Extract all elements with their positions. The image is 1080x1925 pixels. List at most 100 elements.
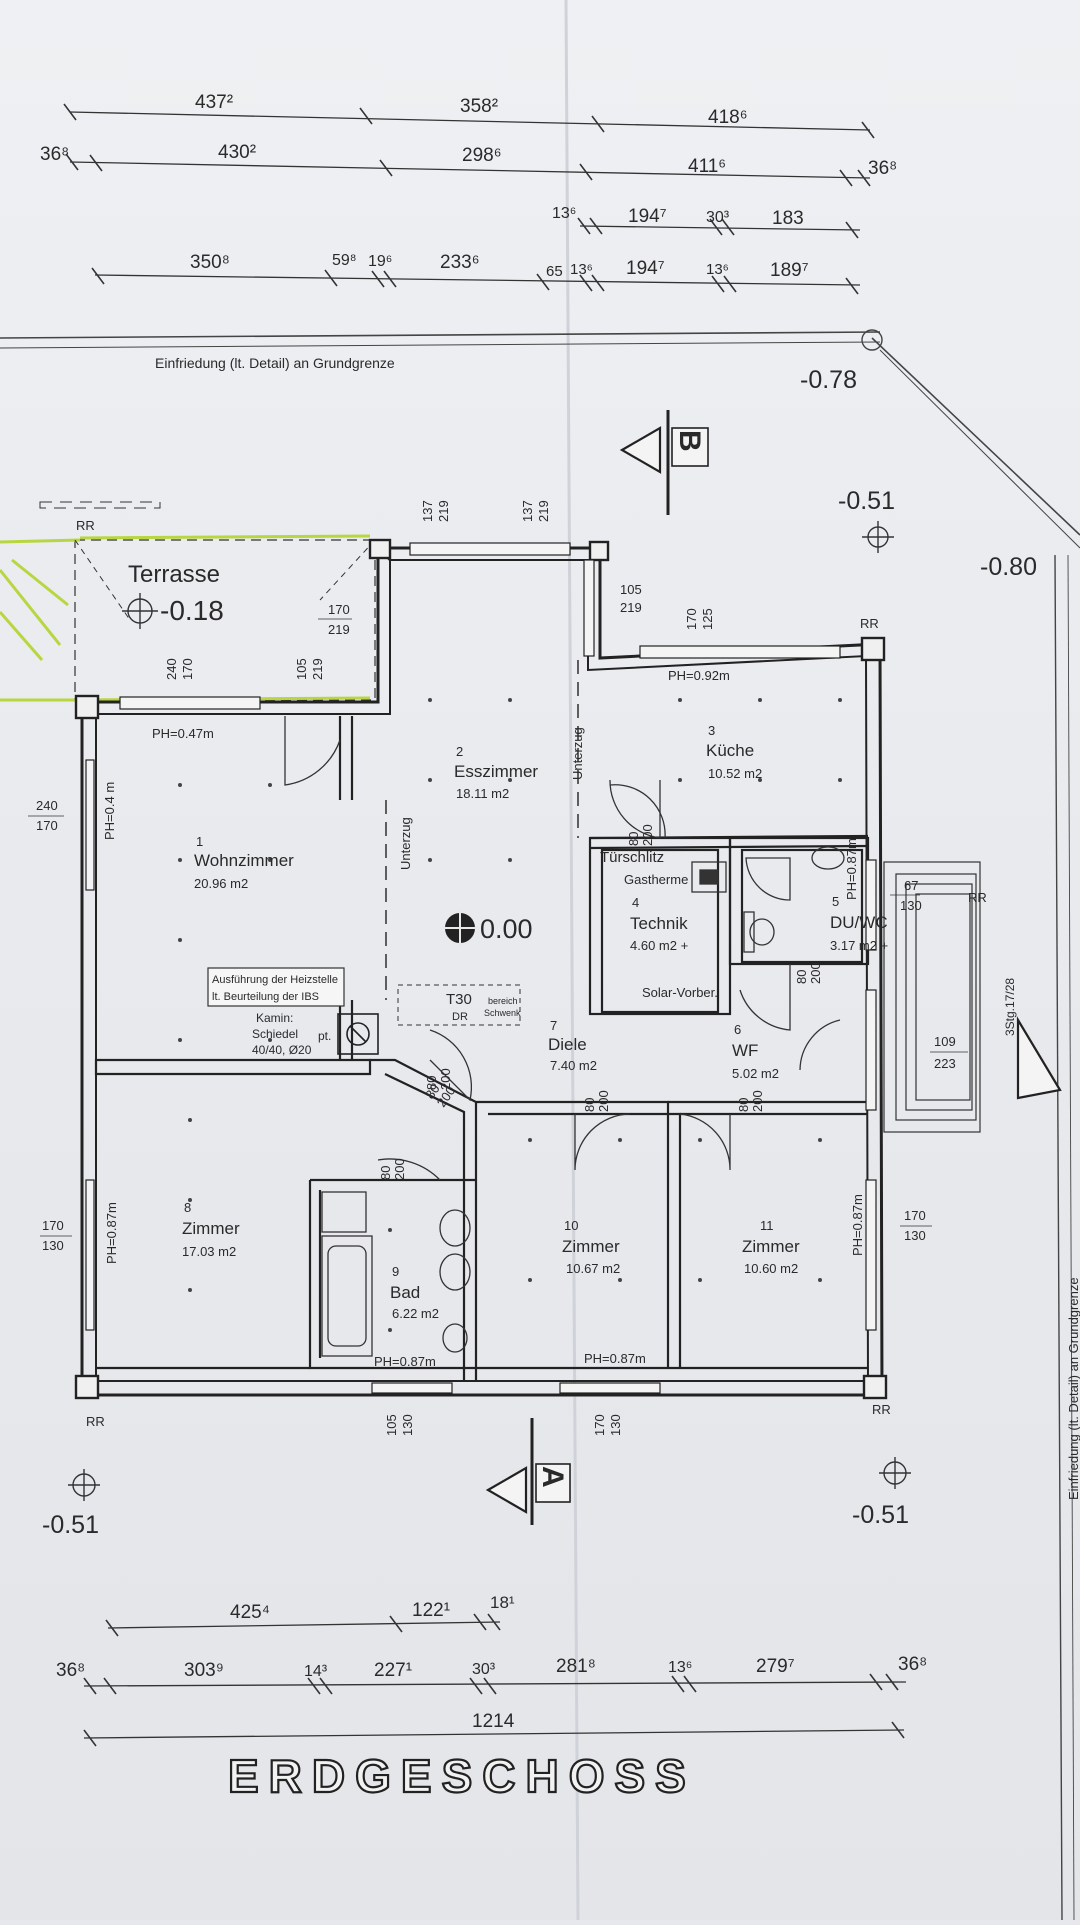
parapet-height-labels: PH=0.92m PH=0.47m PH=0.4 m PH=0.87m PH=0… [102, 668, 865, 1369]
room-name-wf: WF [732, 1041, 758, 1060]
room-name-esszimmer: Esszimmer [454, 762, 538, 781]
level-markers [68, 521, 911, 1501]
win-137-219b: 137219 [520, 500, 551, 522]
room-num-bad: 9 [392, 1264, 399, 1279]
bottom-dimension-texts: 425⁴ 122¹ 18¹ 36⁸ 303⁹ 14³ 227¹ 30³ 281⁸… [56, 1593, 927, 1732]
level-bottom-left: -0.51 [42, 1511, 99, 1539]
dim-top-r4-d: 233⁶ [440, 252, 480, 273]
room-name-zimmer10: Zimmer [562, 1237, 620, 1256]
dim-top-r2-d: 411⁶ [688, 156, 726, 177]
paper-fold [564, 0, 580, 1921]
win-right-170-bot: 130 [904, 1228, 926, 1243]
room-area-zimmer10: 10.67 m2 [566, 1261, 620, 1276]
dim-bot-r2-a: 36⁸ [56, 1660, 85, 1681]
room-name-terrasse: Terrasse [128, 561, 220, 588]
dim-bot-r2-i: 36⁸ [898, 1654, 927, 1675]
level-upper-right: -0.51 [838, 487, 895, 515]
dim-top-r1-a: 437² [195, 92, 233, 113]
boundary-note-top: Einfriedung (lt. Detail) an Grundgrenze [155, 355, 395, 371]
dim-bot-r1-b: 122¹ [412, 1600, 450, 1621]
dim-top-r4-b: 59⁸ [332, 252, 357, 269]
win-105-219b-top: 105 [620, 582, 642, 597]
room-name-kueche: Küche [706, 741, 754, 760]
dim-top-r4-e: 65 [546, 263, 563, 280]
heating-note-line2: lt. Beurteilung der IBS [212, 991, 319, 1003]
ph-zimmer11: PH=0.87m [850, 1194, 865, 1256]
door-80-200-c: 80200 [424, 1068, 453, 1090]
dim-top-r4-h: 13⁶ [706, 261, 729, 278]
dim-top-r1-c: 418⁶ [708, 107, 748, 128]
level-far-right: -0.80 [980, 553, 1037, 581]
exterior-walls [74, 538, 888, 1400]
dim-bot-total: 1214 [472, 1711, 515, 1732]
win-170-125: 170125 [684, 608, 715, 630]
dim-bot-r2-e: 30³ [472, 1661, 496, 1678]
room-area-zimmer8: 17.03 m2 [182, 1244, 236, 1259]
toilet-icon [442, 1323, 468, 1353]
room-name-zimmer8: Zimmer [182, 1219, 240, 1238]
dim-bot-r2-c: 14³ [304, 1663, 328, 1680]
rr-bottom-left: RR [86, 1414, 105, 1429]
level-marker-bottom-right [879, 1457, 911, 1489]
room-num-wohnzimmer: 1 [196, 834, 203, 849]
level-marker-upper-right [862, 521, 894, 553]
room-area-diele: 7.40 m2 [550, 1058, 597, 1073]
section-label-b: B [673, 430, 706, 452]
section-marker-b: B [619, 410, 709, 515]
dim-top-r4-c: 19⁶ [368, 253, 392, 270]
dim-top-r3-d: 183 [772, 208, 804, 229]
win-left-170-top: 170 [42, 1218, 64, 1233]
dim-bot-r2-g: 13⁶ [668, 1659, 692, 1676]
unterzug-right: Unterzug [570, 727, 585, 780]
section-label-a: A [536, 1466, 569, 1488]
room-area-duwc: 3.17 m2 + [830, 938, 888, 953]
room-num-zimmer10: 10 [564, 1218, 578, 1233]
room-area-esszimmer: 18.11 m2 [456, 786, 509, 801]
room-name-bad: Bad [390, 1283, 420, 1302]
win-bot-105: 105130 [384, 1414, 415, 1436]
dim-bot-r2-f: 281⁸ [556, 1656, 596, 1677]
rr-mid-right: RR [968, 890, 987, 905]
win-105-219b-bot: 219 [620, 600, 642, 615]
level-bottom-right: -0.51 [852, 1501, 909, 1529]
room-num-duwc: 5 [832, 894, 839, 909]
room-name-zimmer11: Zimmer [742, 1237, 800, 1256]
washbasin-icon [439, 1209, 471, 1247]
ph-zimmer8: PH=0.87m [104, 1202, 119, 1264]
bathroom-fixtures [321, 846, 845, 1357]
dim-top-r3-a: 13⁶ [552, 205, 576, 222]
opening-size-labels [28, 618, 968, 1237]
windows [85, 542, 877, 1394]
win-105-219: 105219 [294, 658, 325, 680]
door-80-200-d: 80200 [582, 1090, 611, 1112]
bottom-dimension-chains [83, 1613, 907, 1747]
level-marker-bottom-left [68, 1469, 100, 1501]
gas-boiler-icon [691, 861, 727, 893]
door-80-200-a: 80200 [626, 824, 655, 846]
level-terrace: -0.18 [160, 595, 224, 626]
pt-label: pt. [318, 1029, 331, 1043]
room-name-diele: Diele [548, 1035, 587, 1054]
kamin-label-2: Schiedel [252, 1027, 298, 1041]
dim-top-r2-c: 298⁶ [462, 145, 502, 166]
dim-top-r3-c: 30³ [706, 209, 730, 226]
gastherme-label: Gastherme [624, 872, 688, 887]
ph-kueche: PH=0.92m [668, 668, 730, 683]
win-170-219-bot: 219 [328, 622, 350, 637]
dim-top-r2-e: 36⁸ [868, 158, 897, 179]
room-num-esszimmer: 2 [456, 744, 463, 759]
rr-top-right: RR [860, 616, 879, 631]
dim-top-r2-b: 430² [218, 142, 256, 163]
ph-wohn-top: PH=0.47m [152, 726, 214, 741]
kamin-label-3: 40/40, Ø20 [252, 1043, 312, 1057]
dim-top-r4-f: 13⁶ [570, 261, 593, 278]
stairs-label: 3Stg.17/28 [1003, 978, 1017, 1036]
room-area-kueche: 10.52 m2 [708, 766, 762, 781]
win-right-170-top: 170 [904, 1208, 926, 1223]
room-area-wohnzimmer: 20.96 m2 [194, 876, 248, 891]
room-name-duwc: DU/WC [830, 913, 888, 932]
bereich-label-2: Schwenk [484, 1008, 521, 1018]
heating-note-box [207, 967, 345, 1007]
dim-top-r4-i: 189⁷ [770, 260, 809, 281]
